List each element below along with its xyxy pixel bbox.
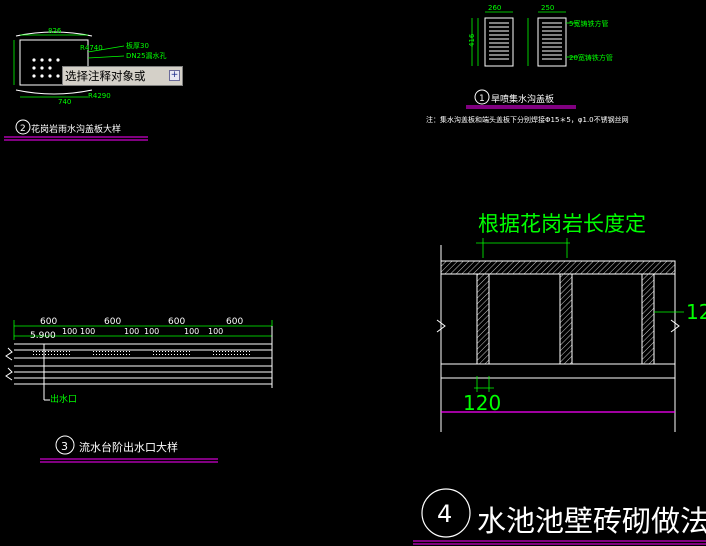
detail-2-dim-r2: R4290 <box>88 92 111 100</box>
detail-3-dim-4: 600 <box>226 317 243 327</box>
detail-3-dim-2: 600 <box>104 317 121 327</box>
detail-1-label-b: 20宽铸铁方管 <box>569 53 613 62</box>
detail-1-number: 1 <box>479 94 485 104</box>
detail-2-number: 2 <box>20 124 26 134</box>
detail-3-sub-2: 100 <box>80 327 95 336</box>
detail-2-drawing: 826 R4740 板厚30 DN25漏水孔 740 R4290 <box>13 27 167 106</box>
detail-1-note: 注：集水沟盖板和端头盖板下分别焊接Φ15＊5，φ1.0不锈钢丝网 <box>426 115 629 124</box>
detail-3-sub-4: 100 <box>144 327 159 336</box>
expand-icon[interactable]: + <box>169 70 180 81</box>
detail-1-title: 旱喷集水沟盖板 <box>491 93 554 105</box>
detail-4-heading: 根据花岗岩长度定 <box>478 212 646 236</box>
detail-3-sub-6: 100 <box>208 327 223 336</box>
detail-4-drawing: 根据花岗岩长度定 120 120 <box>436 212 706 432</box>
detail-3-sub-5: 100 <box>184 327 199 336</box>
detail-3-drawing: 600 600 600 600 100 100 100 100 100 100 … <box>5 317 273 405</box>
annotation-select-tooltip[interactable]: 选择注释对象或 + <box>62 66 183 86</box>
detail-1-dim-top-b: 250 <box>541 4 554 12</box>
detail-3-elevation: 5.900 <box>30 331 56 341</box>
detail-3-title: 流水台阶出水口大样 <box>79 440 178 454</box>
detail-3-dim-1: 600 <box>40 317 57 327</box>
detail-1-dim-side: 416 <box>468 33 476 47</box>
detail-3-sub-1: 100 <box>62 327 77 336</box>
detail-3-outlet-label: 出水口 <box>50 393 77 405</box>
detail-1-title-block[interactable]: 1 旱喷集水沟盖板 注：集水沟盖板和端头盖板下分别焊接Φ15＊5，φ1.0不锈钢… <box>426 89 629 124</box>
detail-4-dim-right: 120 <box>686 300 706 324</box>
detail-2-dim-r1: R4740 <box>80 44 103 52</box>
detail-2-dim-bottom: 740 <box>58 98 71 106</box>
detail-1-dim-top-a: 260 <box>488 4 501 12</box>
detail-2-title-block[interactable]: 2 花岗岩雨水沟盖板大样 <box>4 119 148 141</box>
detail-3-title-block[interactable]: 3 流水台阶出水口大样 <box>40 435 218 463</box>
detail-2-title: 花岗岩雨水沟盖板大样 <box>31 123 121 135</box>
detail-3-sub-3: 100 <box>124 327 139 336</box>
detail-2-label-hole: DN25漏水孔 <box>126 51 167 60</box>
detail-2-dim-top: 826 <box>48 27 62 35</box>
tooltip-prompt-text: 选择注释对象或 <box>65 69 146 83</box>
detail-3-number: 3 <box>61 440 68 453</box>
detail-4-title-block[interactable]: 4 水池池壁砖砌做法 <box>413 488 706 545</box>
detail-2-label-thick: 板厚30 <box>126 41 149 50</box>
detail-4-title: 水池池壁砖砌做法 <box>477 504 706 538</box>
detail-4-dim-bottom: 120 <box>463 391 501 415</box>
detail-1-drawing: 260 250 416 5宽铸铁方管 20宽铸铁方管 <box>468 4 613 67</box>
detail-4-number: 4 <box>437 500 452 528</box>
detail-1-label-a: 5宽铸铁方管 <box>569 19 608 28</box>
detail-3-dim-3: 600 <box>168 317 185 327</box>
